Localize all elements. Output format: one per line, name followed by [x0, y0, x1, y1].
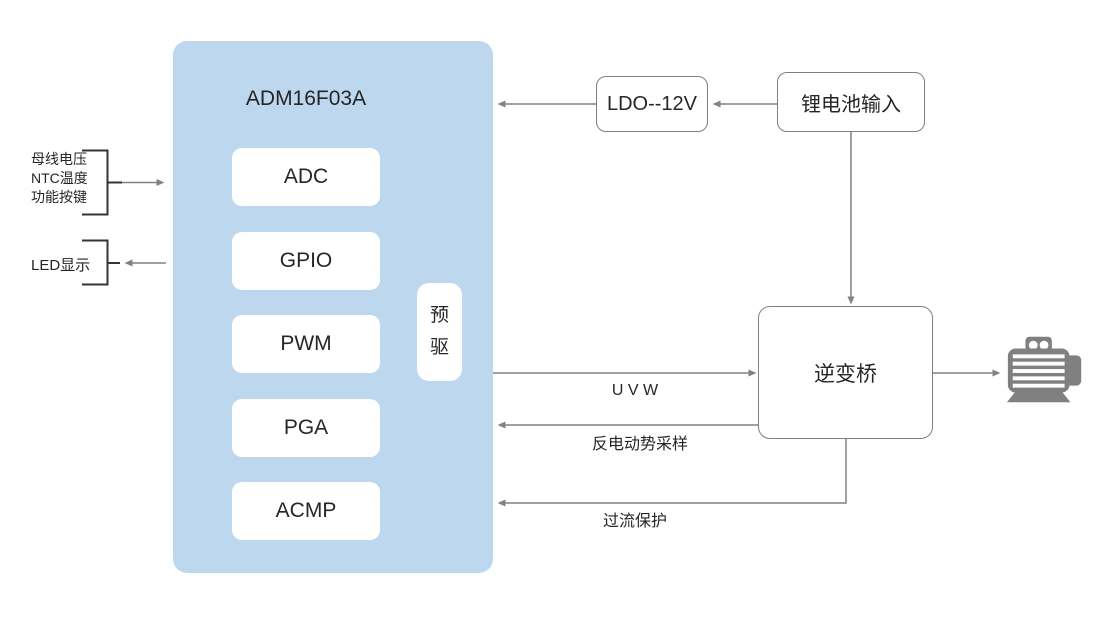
- back-emf-signal-label: 反电动势采样: [591, 436, 688, 453]
- mcu-block-pga: PGA: [232, 399, 380, 457]
- sensor-input-func-keys: 功能按键: [31, 189, 87, 205]
- predriver-label: 预驱: [429, 304, 449, 358]
- inverter-bridge-block: 逆变桥: [758, 306, 933, 439]
- sensor-input-ntc-temp: NTC温度: [31, 170, 88, 186]
- predriver-block: 预驱: [417, 283, 462, 381]
- overcurrent-signal-label: 过流保护: [602, 513, 667, 530]
- motor-icon: [1006, 336, 1082, 403]
- mcu-block-pwm: PWM: [232, 315, 380, 373]
- battery-input-block: 锂电池输入: [777, 72, 925, 132]
- mcu-title: ADM16F03A: [245, 87, 367, 110]
- led-display-label: LED显示: [31, 257, 91, 274]
- mcu-block-acmp: ACMP: [232, 482, 380, 540]
- sensor-input-labels: 母线电压 NTC温度 功能按键: [31, 150, 106, 207]
- sensor-input-bus-voltage: 母线电压: [31, 151, 87, 167]
- ldo-block: LDO--12V: [596, 76, 708, 132]
- mcu-block-gpio: GPIO: [232, 232, 380, 290]
- uvw-signal-label: U V W: [611, 382, 659, 399]
- mcu-block-adc: ADC: [232, 148, 380, 206]
